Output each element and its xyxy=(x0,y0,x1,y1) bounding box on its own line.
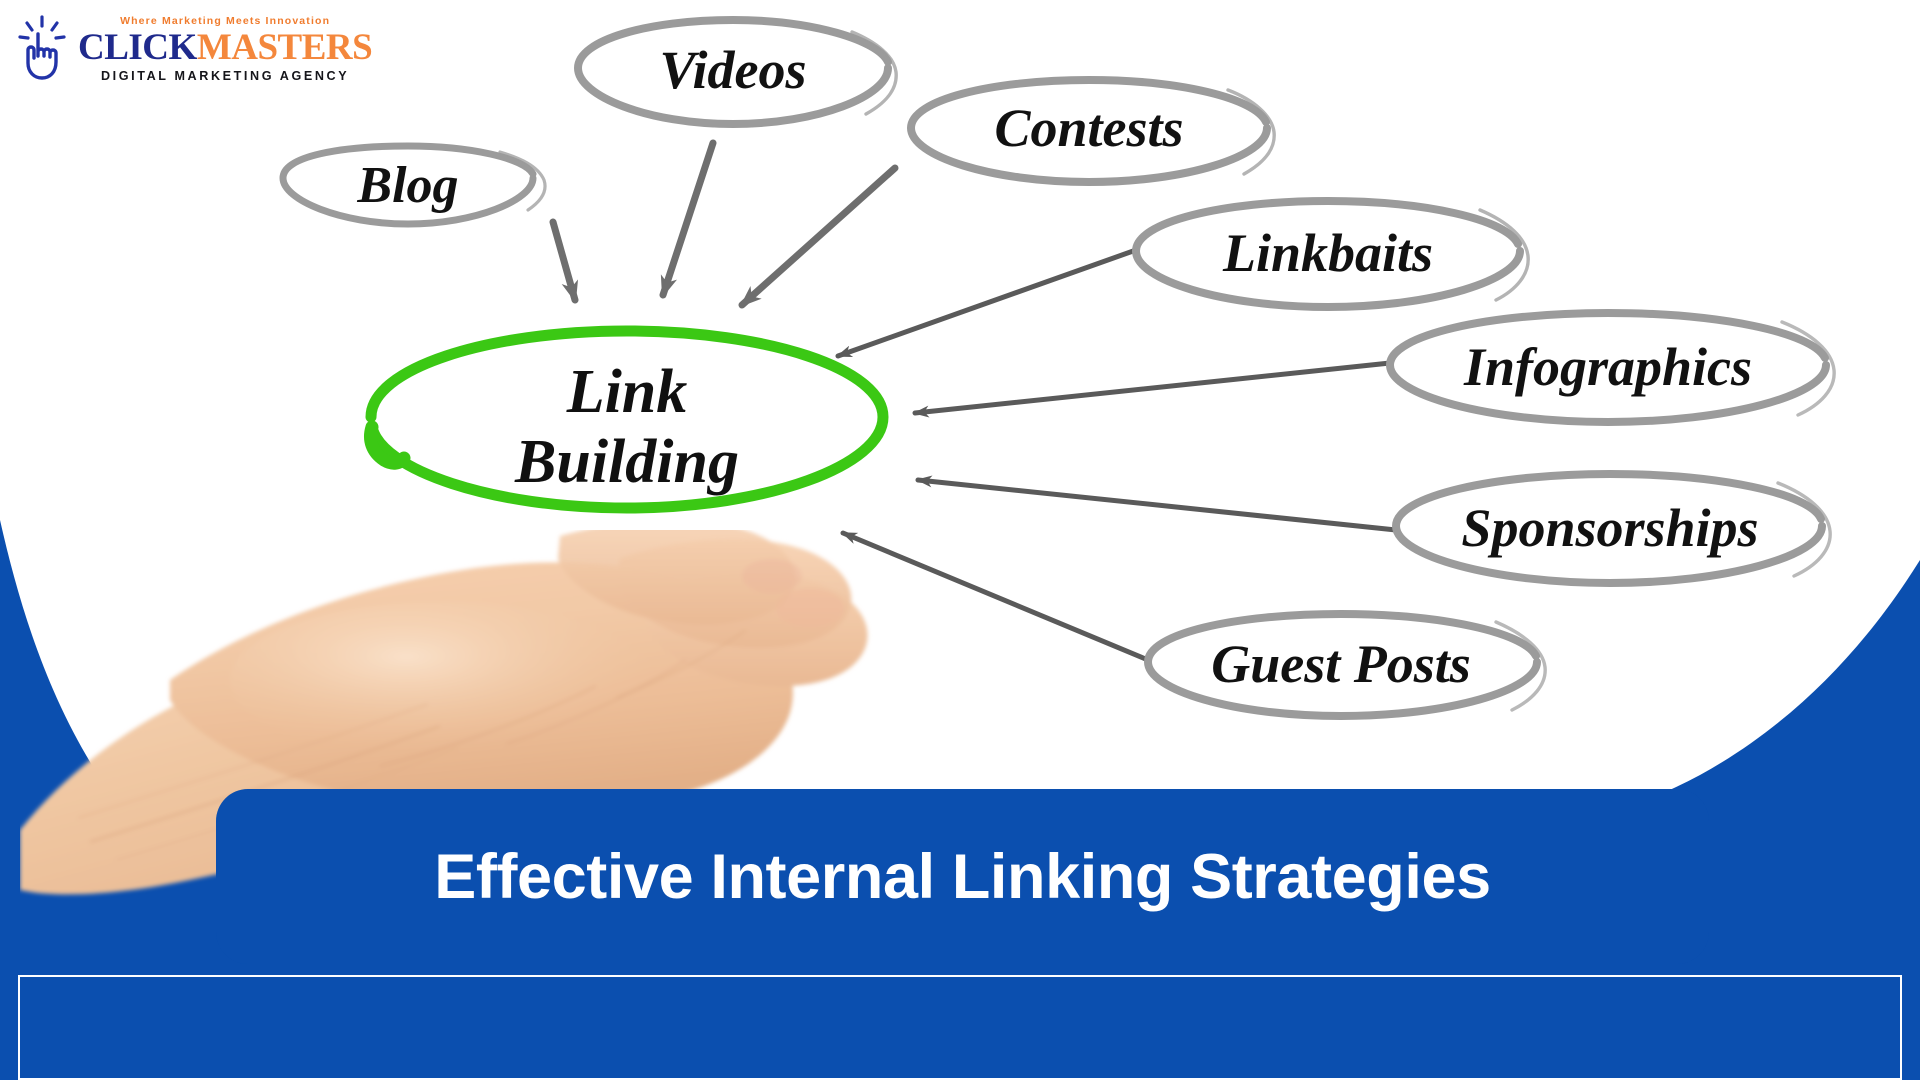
node-label-sponsorships: Sponsorships xyxy=(1461,498,1758,558)
logo-subtitle: DIGITAL MARKETING AGENCY xyxy=(100,68,350,83)
brand-logo[interactable]: Where Marketing Meets Innovation CLICKMA… xyxy=(14,12,373,84)
edge-videos xyxy=(659,139,717,299)
bottom-strip xyxy=(18,975,1902,1080)
node-label-blog: Blog xyxy=(356,157,458,214)
node-label-infographics: Infographics xyxy=(1463,337,1752,397)
center-label-line2: Building xyxy=(514,428,739,496)
edge-guestposts xyxy=(840,530,1151,663)
edge-sponsorships xyxy=(915,475,1399,533)
node-label-contests: Contests xyxy=(994,98,1183,158)
node-label-guestposts: Guest Posts xyxy=(1211,634,1471,694)
headline-text: Effective Internal Linking Strategies xyxy=(434,841,1491,912)
edge-blog xyxy=(549,218,579,304)
logo-name-click: CLICK xyxy=(78,26,197,68)
edge-contests xyxy=(738,164,899,309)
edge-infographics xyxy=(912,360,1393,418)
headline-banner: Effective Internal Linking Strategies xyxy=(216,789,1709,964)
node-label-videos: Videos xyxy=(659,40,806,100)
hand-click-cursor-icon xyxy=(18,15,66,80)
logo-tagline: Where Marketing Meets Innovation xyxy=(120,15,331,27)
edge-linkbaits xyxy=(835,247,1139,359)
logo-wordmark: Where Marketing Meets Innovation CLICKMA… xyxy=(78,12,373,83)
node-labels: Blog Videos Contests Linkbaits Infograph… xyxy=(356,40,1758,694)
center-label-line1: Link xyxy=(566,358,688,426)
logo-name-masters: MASTERS xyxy=(196,26,373,68)
logo-name: CLICKMASTERS xyxy=(78,26,373,68)
node-label-linkbaits: Linkbaits xyxy=(1222,223,1433,283)
